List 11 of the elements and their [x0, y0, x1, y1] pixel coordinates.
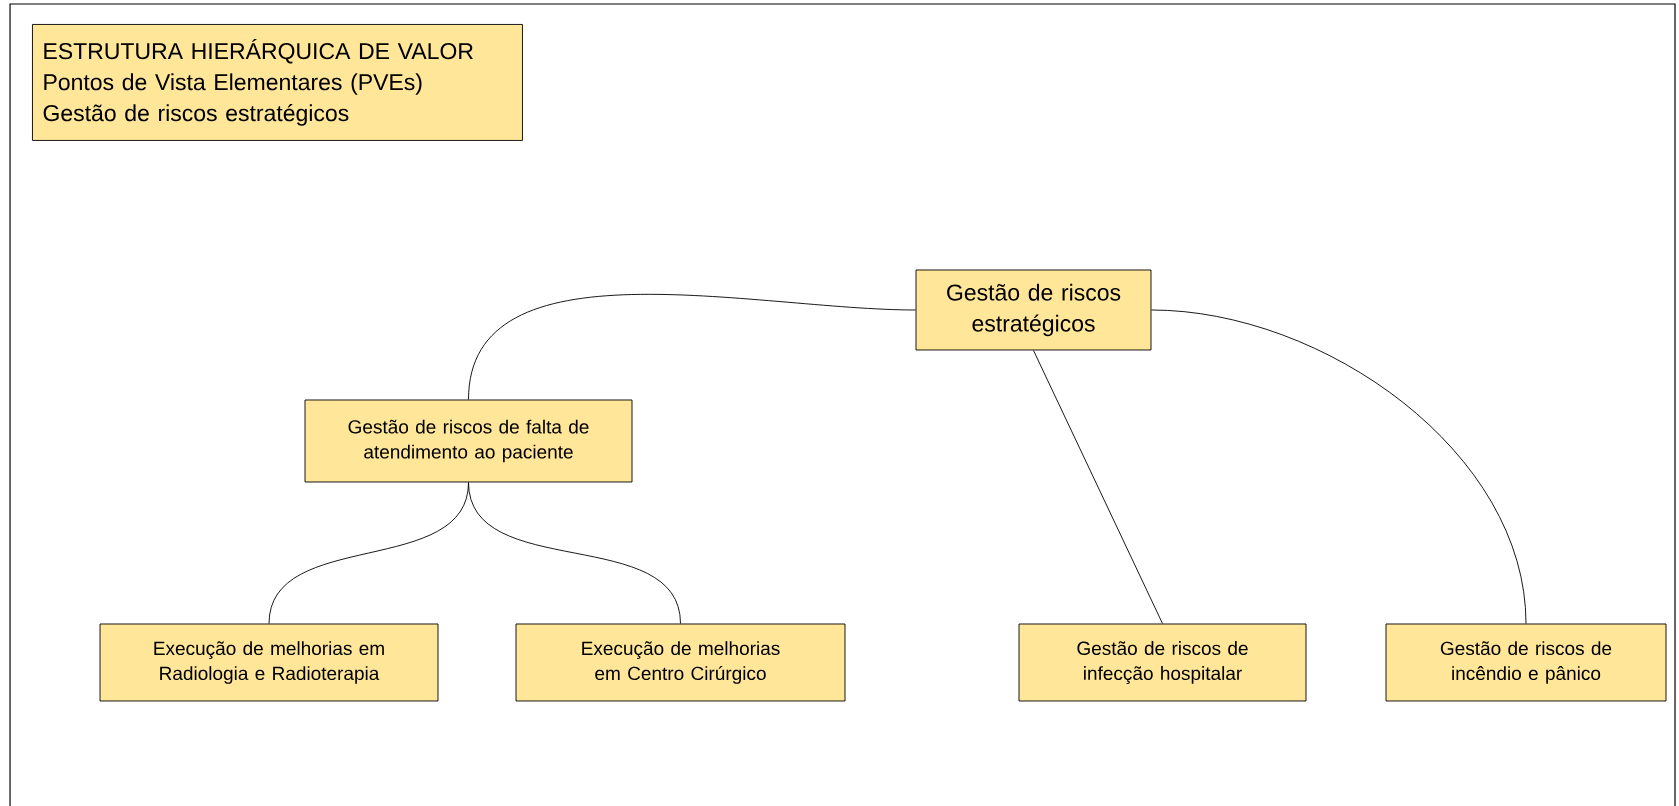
criterion-box: Execução de melhorias em Radiologia e Radioterapia	[99, 623, 439, 702]
criterion-box: Gestão de riscos de infecção hospitalar	[1018, 623, 1307, 702]
criterion-box: Gestão de riscos estratégicos	[915, 269, 1152, 351]
heading-box: ESTRUTURA HIERÁRQUICA DE VALOR Pontos de Vista Elementares (PVEs) Gestão de riscos estratégicos	[32, 24, 523, 141]
connector-line	[468, 482, 681, 624]
connector-line	[1033, 350, 1163, 624]
connector-line	[468, 294, 916, 400]
criterion-box: Gestão de riscos de incêndio e pânico	[1385, 623, 1667, 702]
criterion-box: Gestão de riscos de falta de atendimento ao paciente	[304, 399, 633, 483]
connector-line	[1151, 309, 1527, 624]
criterion-box: Execução de melhorias em Centro Cirúrgico	[515, 623, 846, 702]
